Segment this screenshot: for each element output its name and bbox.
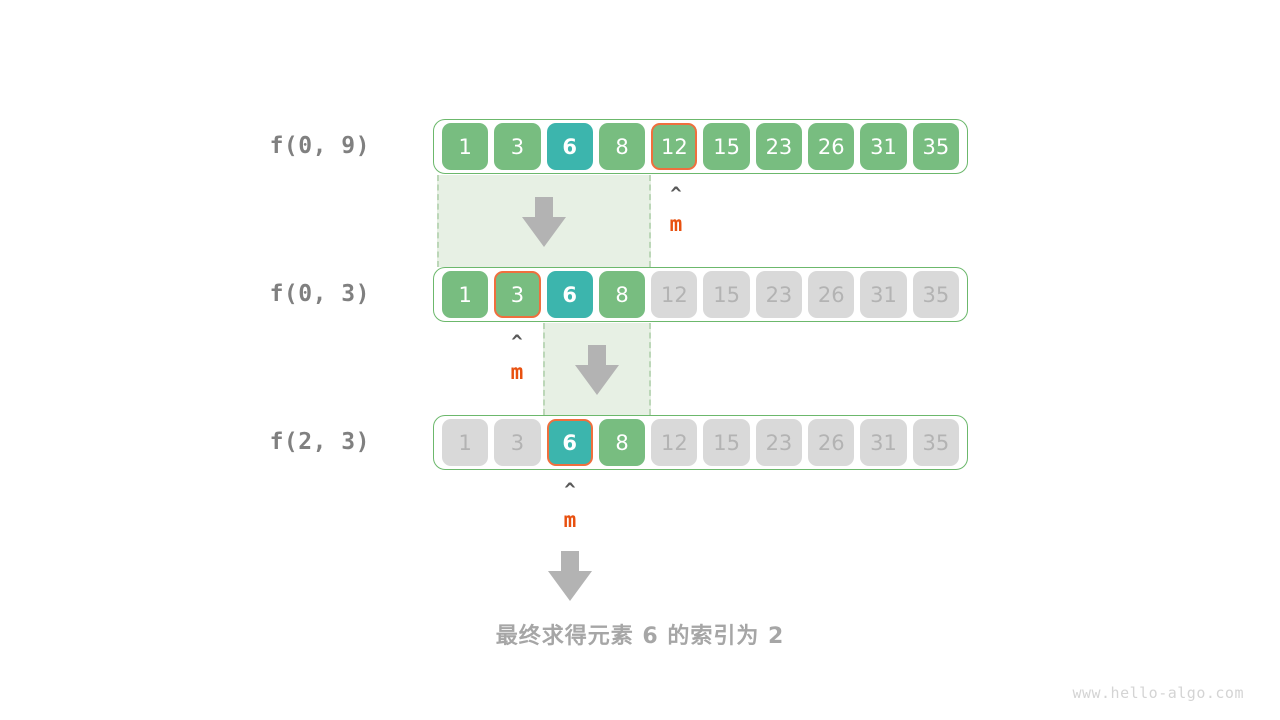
pointer-marker-2: ^m xyxy=(550,481,590,531)
pointer-marker-0: ^m xyxy=(656,185,696,235)
pointer-label-1: m xyxy=(510,360,524,384)
array-cell-0-7: 26 xyxy=(808,123,855,170)
arrow-head-0 xyxy=(522,217,566,247)
array-cell-2-8: 31 xyxy=(860,419,907,466)
row-label-1: f(0, 3) xyxy=(269,281,370,307)
pointer-caret-icon-0: ^ xyxy=(670,183,682,205)
final-arrow-shaft xyxy=(561,551,579,573)
array-cell-0-3: 8 xyxy=(598,123,646,170)
array-cell-2-1: 3 xyxy=(494,419,541,466)
array-cell-1-3: 8 xyxy=(598,271,646,318)
row-label-0: f(0, 9) xyxy=(269,133,370,159)
final-arrow-head xyxy=(548,571,592,601)
array-cell-1-7: 26 xyxy=(808,271,855,318)
array-cell-1-4: 12 xyxy=(651,271,698,318)
array-cell-2-9: 35 xyxy=(912,419,959,466)
pointer-caret-icon-2: ^ xyxy=(564,479,576,501)
array-cell-0-2: 6 xyxy=(546,123,593,170)
array-cell-1-1: 3 xyxy=(494,271,541,318)
array-cell-2-4: 12 xyxy=(651,419,698,466)
array-cell-1-9: 35 xyxy=(912,271,959,318)
array-cell-0-8: 31 xyxy=(860,123,907,170)
array-cell-1-6: 23 xyxy=(755,271,803,318)
watermark: www.hello-algo.com xyxy=(1072,684,1244,702)
array-cell-0-0: 1 xyxy=(442,123,489,170)
arrow-shaft-1 xyxy=(588,345,606,367)
array-cell-1-8: 31 xyxy=(860,271,907,318)
pointer-caret-icon-1: ^ xyxy=(511,331,523,353)
array-cell-0-1: 3 xyxy=(494,123,541,170)
pointer-label-0: m xyxy=(669,212,683,236)
array-cell-1-0: 1 xyxy=(442,271,489,318)
array-cell-1-2: 6 xyxy=(546,271,593,318)
pointer-label-2: m xyxy=(563,508,577,532)
array-cell-2-6: 23 xyxy=(755,419,803,466)
array-cell-0-6: 23 xyxy=(755,123,803,170)
pointer-marker-1: ^m xyxy=(497,333,537,383)
arrow-head-1 xyxy=(575,365,619,395)
arrow-shaft-0 xyxy=(535,197,553,219)
array-cell-2-5: 15 xyxy=(703,419,750,466)
down-arrow-icon-0 xyxy=(522,197,566,247)
row-label-2: f(2, 3) xyxy=(269,429,370,455)
result-caption: 最终求得元素 6 的索引为 2 xyxy=(495,624,785,649)
array-cell-2-7: 26 xyxy=(808,419,855,466)
array-cell-0-4: 12 xyxy=(651,123,698,170)
array-cell-0-9: 35 xyxy=(912,123,959,170)
down-arrow-icon-1 xyxy=(575,345,619,395)
array-cell-0-5: 15 xyxy=(703,123,750,170)
final-down-arrow-icon xyxy=(548,551,592,601)
array-cell-1-5: 15 xyxy=(703,271,750,318)
array-cell-2-3: 8 xyxy=(598,419,646,466)
array-cell-2-2: 6 xyxy=(546,419,593,466)
array-cell-2-0: 1 xyxy=(442,419,489,466)
